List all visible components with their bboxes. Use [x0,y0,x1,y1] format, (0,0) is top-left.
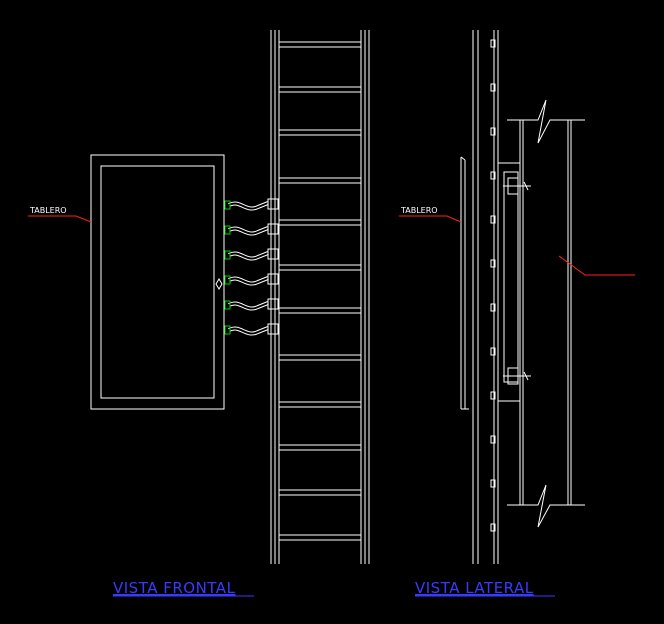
rung-end-mark [490,259,496,268]
rung-end-mark [490,435,496,444]
tray-clamp [267,198,279,210]
cable-core [228,252,269,260]
cable-gland [224,275,231,285]
rung-end-mark [490,39,496,48]
cable-core [228,202,269,210]
rung-end-mark [490,479,496,488]
cable-gland [224,200,231,210]
tray-clamp [267,248,279,260]
side-panel-leader [399,215,462,223]
cable-core [228,227,269,235]
cable-core [228,277,269,285]
front-cables [224,198,279,336]
cable-gland [224,300,231,310]
front-view: TABLERO VISTA FRONTAL [28,30,370,597]
rung-end-mark [490,523,496,532]
rung-end-mark [490,391,496,400]
front-panel-label: TABLERO [29,206,67,215]
wall-leader [558,255,635,276]
rung-end-mark [490,303,496,312]
side-view-caption: VISTA LATERAL [415,579,534,597]
cable-core [228,302,269,310]
cable-core [228,327,269,335]
cable-gland [224,250,231,260]
front-panel-leader [28,215,92,223]
tray-clamp [267,223,279,235]
rung-end-mark [490,127,496,136]
tray-clamp [267,273,279,285]
panel-lock-icon [215,278,223,290]
rung-end-mark [490,171,496,180]
support-bracket [497,162,531,402]
tray-clamp [267,298,279,310]
rung-end-mark [490,215,496,224]
side-panel [460,156,469,410]
tray-clamp [267,323,279,335]
cable-gland [224,225,231,235]
cable-gland [224,325,231,335]
front-panel [90,154,225,410]
front-view-caption: VISTA FRONTAL [113,579,236,597]
front-cable-ladder [270,30,370,564]
side-view: TABLERO VISTA LATERAL [399,30,635,597]
rung-end-mark [490,347,496,356]
rung-end-mark [490,83,496,92]
side-panel-label: TABLERO [400,206,438,215]
